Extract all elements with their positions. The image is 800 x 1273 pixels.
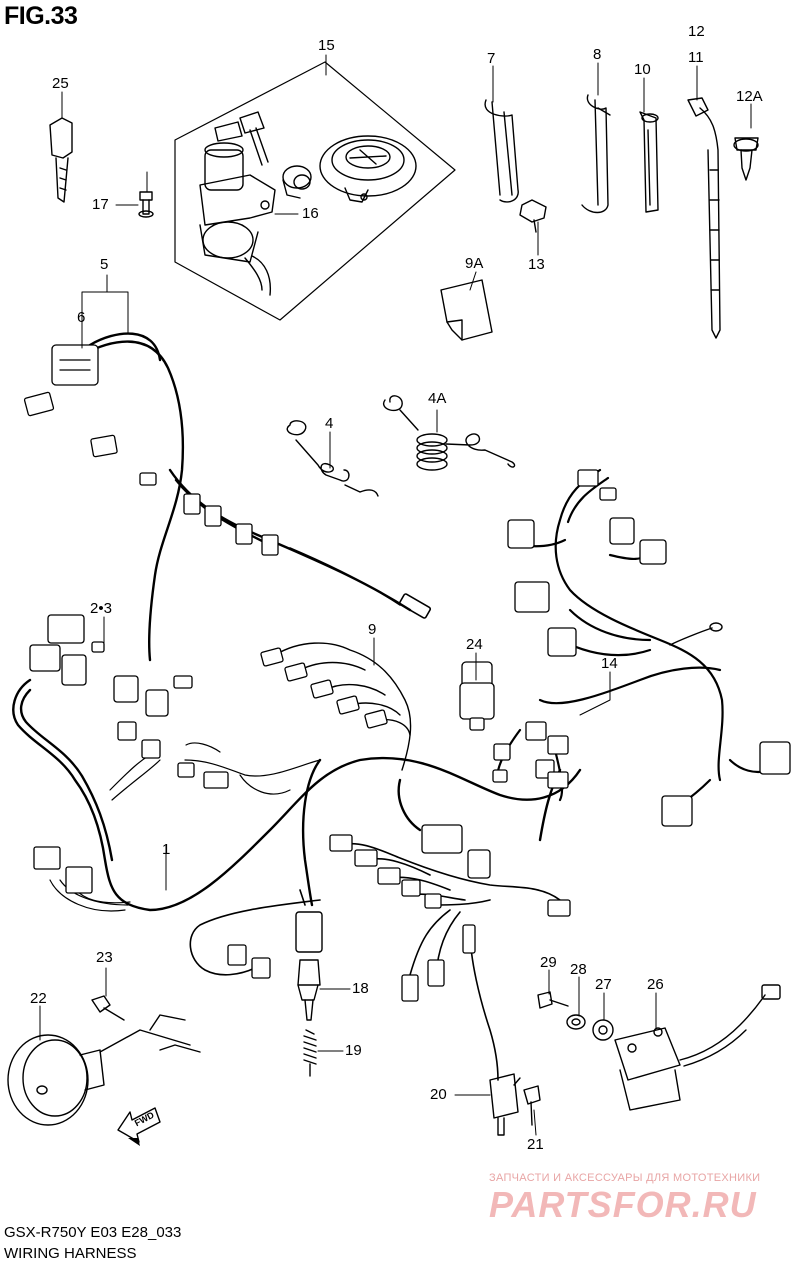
callout-2-3: 2•3 bbox=[90, 600, 112, 617]
callout-11: 11 bbox=[688, 49, 704, 66]
callout-27: 27 bbox=[595, 976, 612, 993]
clip-near-14 bbox=[669, 622, 723, 646]
callout-4: 4 bbox=[325, 415, 334, 432]
ignition-kit-box bbox=[174, 61, 456, 321]
bolt-13 bbox=[519, 199, 547, 233]
callout-9: 9 bbox=[368, 621, 377, 638]
horn-harness bbox=[189, 889, 321, 976]
spring-19 bbox=[303, 1029, 317, 1077]
sensor-lead bbox=[289, 547, 432, 619]
callout-24: 24 bbox=[466, 636, 483, 653]
grommet-27 bbox=[592, 1019, 614, 1041]
horn-22 bbox=[7, 1014, 201, 1126]
fuel-cap bbox=[319, 135, 417, 203]
callout-29: 29 bbox=[540, 954, 557, 971]
key-25 bbox=[49, 117, 73, 203]
callout-4a: 4A bbox=[428, 390, 447, 407]
collar-28 bbox=[566, 1014, 586, 1030]
callout-6: 6 bbox=[77, 309, 86, 326]
callout-26: 26 bbox=[647, 976, 664, 993]
bolt-23 bbox=[91, 995, 125, 1021]
callout-19: 19 bbox=[345, 1042, 362, 1059]
callout-7: 7 bbox=[487, 50, 496, 67]
callout-21: 21 bbox=[527, 1136, 544, 1153]
spring-4a bbox=[382, 395, 516, 471]
band-10 bbox=[639, 111, 659, 213]
section-name: WIRING HARNESS bbox=[4, 1245, 137, 1262]
callout-14: 14 bbox=[601, 655, 618, 672]
screw-17 bbox=[138, 191, 154, 218]
clamp-7 bbox=[484, 99, 519, 203]
band-8 bbox=[581, 94, 611, 214]
callout-12: 12 bbox=[688, 23, 705, 40]
callout-15: 15 bbox=[318, 37, 335, 54]
callout-8: 8 bbox=[593, 46, 602, 63]
screw-21 bbox=[523, 1085, 541, 1126]
model-code: GSX-R750Y E03 E28_033 bbox=[4, 1224, 182, 1241]
callout-28: 28 bbox=[570, 961, 587, 978]
callout-22: 22 bbox=[30, 990, 47, 1007]
callout-12a: 12A bbox=[736, 88, 763, 105]
callout-13: 13 bbox=[528, 256, 545, 273]
callout-10: 10 bbox=[634, 61, 651, 78]
harness-bundle-lines bbox=[49, 742, 321, 912]
tie-11 bbox=[687, 97, 721, 339]
callout-16: 16 bbox=[302, 205, 319, 222]
ignition-switch-part bbox=[199, 111, 276, 296]
spring-4 bbox=[286, 420, 379, 497]
callout-18: 18 bbox=[352, 980, 369, 997]
connectors bbox=[23, 344, 791, 1002]
bolt-29 bbox=[537, 991, 569, 1009]
callout-20: 20 bbox=[430, 1086, 447, 1103]
callout-25: 25 bbox=[52, 75, 69, 92]
watermark-brand: PARTSFOR.RU bbox=[489, 1184, 757, 1225]
leader-lines bbox=[39, 54, 752, 1136]
switch-18 bbox=[295, 911, 323, 1021]
callout-5: 5 bbox=[100, 256, 109, 273]
figure-title: FIG.33 bbox=[4, 2, 78, 30]
fwd-arrow bbox=[117, 1107, 161, 1146]
callout-9a: 9A bbox=[465, 255, 484, 272]
pad-9a bbox=[440, 279, 493, 341]
callout-23: 23 bbox=[96, 949, 113, 966]
lower-sub-harness bbox=[339, 842, 561, 1081]
callout-17: 17 bbox=[92, 196, 109, 213]
main-harness-1 bbox=[12, 332, 582, 912]
callout-1: 1 bbox=[162, 841, 171, 858]
sensor-26 bbox=[614, 984, 781, 1111]
switch-20 bbox=[489, 1073, 521, 1136]
watermark-tagline: ЗАПЧАСТИ И АКСЕССУАРЫ ДЛЯ МОТОТЕХНИКИ bbox=[489, 1172, 761, 1184]
clip-12a bbox=[733, 137, 759, 181]
fuel-cap-lock bbox=[282, 165, 312, 199]
